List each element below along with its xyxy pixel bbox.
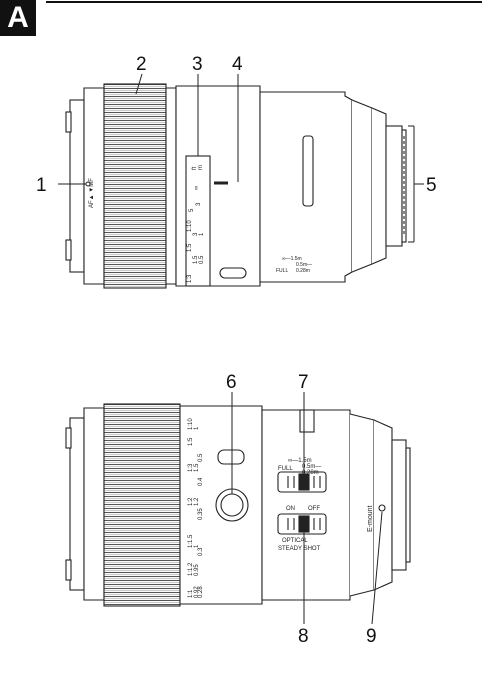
svg-text:0.5m—: 0.5m— [296,262,312,268]
svg-text:FULL: FULL [276,268,288,274]
svg-text:1:3: 1:3 [188,463,194,472]
svg-text:1.2: 1.2 [194,497,200,506]
svg-text:0.92: 0.92 [194,586,200,598]
callout-5: 5 [426,175,437,196]
svg-text:∞—1.5m: ∞—1.5m [282,256,302,262]
svg-text:1:1: 1:1 [188,589,194,598]
callout-6: 6 [226,372,237,393]
callout-3: 3 [192,54,203,75]
svg-text:1:10: 1:10 [188,418,194,430]
svg-text:0.95: 0.95 [194,564,200,576]
svg-text:1:3: 1:3 [187,274,193,283]
svg-text:0.4: 0.4 [198,477,204,486]
callout-1: 1 [36,175,47,196]
top-callout-numbers: 1 2 3 4 5 [36,54,437,196]
af-mf-label: AF▲ ▼MF [89,178,95,208]
callout-8: 8 [298,626,309,647]
svg-text:3: 3 [196,202,202,206]
focus-ring [103,83,167,289]
svg-text:1.5: 1.5 [193,255,199,264]
svg-text:1:1.2: 1:1.2 [188,562,194,576]
top-callout-lines [58,73,424,243]
bottom-callout-numbers: 6 7 8 9 [226,372,377,647]
svg-text:0.28m: 0.28m [296,268,310,274]
range-label-full: FULL [278,466,293,472]
svg-text:0.5: 0.5 [198,453,204,462]
svg-text:1: 1 [199,232,205,236]
svg-text:1:5: 1:5 [188,437,194,446]
range-label-inf: ∞—1.5m [288,458,312,464]
svg-text:1:10: 1:10 [187,220,193,232]
header-rule [46,1,482,3]
svg-text:5: 5 [189,208,195,212]
svg-text:1:2: 1:2 [188,497,194,506]
focus-ring-bottom [103,403,181,607]
front-rim [69,99,85,273]
callout-2: 2 [136,54,147,75]
ss-label-optical: OPTICAL [282,538,308,544]
range-label-028: 0.28m [302,470,319,476]
ss-label-on: ON [286,506,295,512]
top-distance-scale: ft m ∞ 3 5 1:10 3 1 1:5 1.5 0.5 1:3 [187,165,205,283]
ss-label-off: OFF [308,506,320,512]
svg-text:1:1.5: 1:1.5 [188,534,194,548]
bottom-distance-scale: 1:10 1 1:5 0.5 1:3 1.5 0.4 1:2 1.2 0.35 … [188,418,204,598]
ss-label-steady: STEADY SHOT [278,546,321,552]
lens-bottom-view [65,403,411,607]
scale-window [185,155,211,287]
svg-text:ft: ft [192,166,198,170]
callout-7: 7 [298,372,309,393]
bottom-callout-lines [231,392,383,625]
e-mount-label: E-mount [367,505,374,532]
mount-area [385,125,403,247]
callout-4: 4 [232,54,243,75]
svg-text:0.28: 0.28 [198,586,204,598]
svg-text:3: 3 [193,232,199,236]
svg-text:∞: ∞ [194,186,200,190]
svg-text:1:5: 1:5 [187,243,193,252]
range-label-05: 0.5m— [302,464,321,470]
svg-text:1: 1 [194,544,200,548]
svg-text:m: m [198,165,204,170]
lens-top-view: ∞—1.5m 0.5m— 0.28m FULL AF▲ ▼MF [65,83,407,289]
svg-text:1: 1 [194,426,200,430]
svg-text:0.5: 0.5 [199,255,205,264]
callout-9: 9 [366,626,377,647]
svg-text:1.5: 1.5 [194,463,200,472]
figure-badge: A [0,0,36,36]
front-rim-bottom [69,417,85,591]
svg-text:0.3: 0.3 [198,547,204,556]
switch-labels: ∞—1.5m 0.5m— 0.28m FULL ON OFF OPTICAL S… [278,458,374,552]
svg-text:0.35: 0.35 [198,508,204,520]
